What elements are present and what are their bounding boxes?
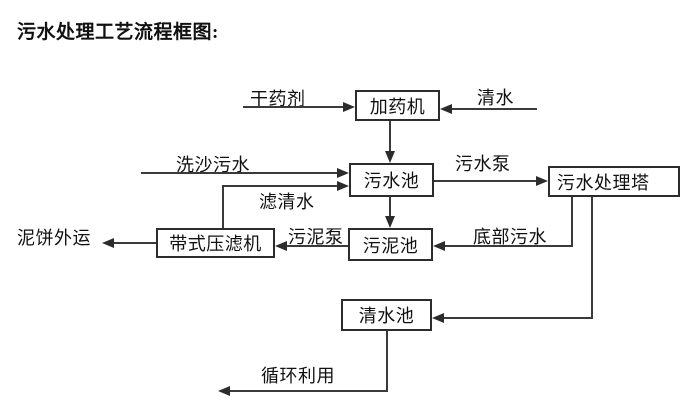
edge-label-sewage-pump: 污水泵 — [455, 154, 511, 174]
edge-recycle-hline — [230, 390, 388, 392]
edge-label-sludge-pump: 污泥泵 — [288, 227, 344, 247]
edge-label-filtered-water: 滤清水 — [259, 192, 315, 212]
edge-label-bottom-sewage: 底部污水 — [473, 227, 547, 247]
node-belt-filter-press: 带式压滤机 — [156, 228, 275, 258]
edge-sewage-to-sludge-line — [389, 197, 391, 217]
edge-label-recycle-use: 循环利用 — [261, 366, 335, 386]
arrowhead-left-icon — [440, 104, 452, 114]
edge-bottom-sewage-hline — [445, 245, 573, 247]
arrowhead-left-icon — [432, 313, 444, 323]
edge-label-dry-agent: 干药剂 — [250, 89, 306, 109]
arrowhead-left-icon — [275, 241, 287, 251]
edge-bottom-sewage-vline — [571, 197, 573, 247]
edge-tower-to-clear-hline — [444, 317, 593, 319]
arrowhead-right-icon — [343, 102, 355, 112]
node-sewage-pool: 污水池 — [349, 163, 434, 197]
edge-tower-to-clear-vline — [591, 197, 593, 319]
node-dosing-machine: 加药机 — [355, 90, 440, 121]
page-title: 污水处理工艺流程框图: — [17, 22, 219, 43]
arrowhead-left-icon — [102, 238, 114, 248]
edge-dosing-to-sewage-line — [389, 121, 391, 152]
edge-dry-agent-line — [243, 106, 344, 108]
node-clear-water-pool: 清水池 — [341, 299, 432, 331]
edge-label-clean-water: 清水 — [477, 88, 514, 108]
edge-mud-cake-line — [114, 242, 156, 244]
arrowhead-right-icon — [536, 176, 548, 186]
arrowhead-down-icon — [385, 151, 395, 163]
edge-recycle-vline — [386, 331, 388, 392]
arrowhead-right-icon — [337, 168, 349, 178]
arrowhead-down-icon — [385, 216, 395, 228]
arrowhead-left-icon — [433, 241, 445, 251]
edge-filtered-water-vline — [222, 185, 224, 228]
edge-filtered-water-hline — [222, 185, 338, 187]
arrowhead-right-icon — [337, 181, 349, 191]
arrowhead-left-icon — [218, 386, 230, 396]
edge-label-mud-cake-out: 泥饼外运 — [17, 228, 91, 248]
node-sludge-pool: 污泥池 — [348, 228, 433, 261]
edge-label-sand-wash-sewage: 洗沙污水 — [176, 155, 250, 175]
node-treatment-tower: 污水处理塔 — [548, 166, 680, 197]
edge-sewage-pump-line — [434, 180, 537, 182]
edge-sludge-pump-line — [287, 245, 348, 247]
edge-sand-wash-line — [141, 172, 338, 174]
edge-clean-water-line — [452, 108, 537, 110]
